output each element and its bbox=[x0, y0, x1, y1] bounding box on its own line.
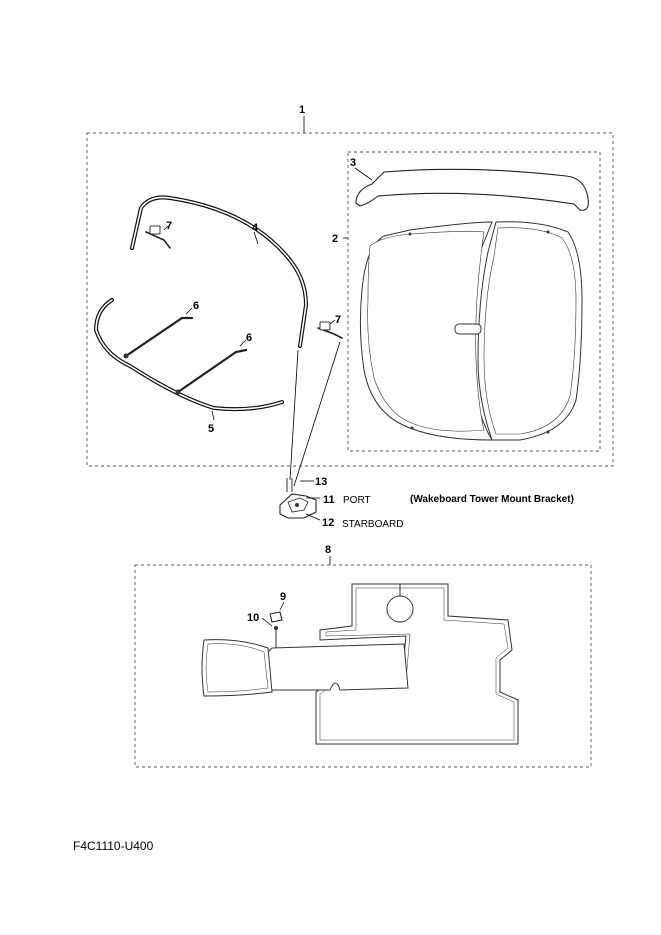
group-2: 2 bbox=[332, 151, 601, 452]
part-6-support-rods: 6 6 bbox=[123, 300, 252, 395]
part-3-top-pad: 3 bbox=[350, 157, 589, 211]
callout-3: 3 bbox=[350, 157, 356, 169]
callout-9: 9 bbox=[280, 591, 286, 603]
callout-6a: 6 bbox=[193, 300, 199, 312]
group-8: 8 bbox=[134, 544, 592, 768]
group-2-box bbox=[347, 151, 601, 452]
assembly-leaders bbox=[289, 341, 341, 487]
part-2-side-pads bbox=[359, 221, 583, 441]
callout-8: 8 bbox=[325, 544, 331, 556]
diagram-code: F4C1110-U400 bbox=[73, 839, 154, 853]
callout-12: 12 bbox=[322, 517, 334, 529]
callout-5: 5 bbox=[208, 423, 214, 435]
part-5-lower-tube: 5 bbox=[93, 298, 284, 435]
callout-2: 2 bbox=[332, 233, 338, 245]
callout-11: 11 bbox=[323, 494, 335, 506]
callout-4: 4 bbox=[252, 222, 259, 234]
group-8-box bbox=[134, 564, 592, 768]
callout-1: 1 bbox=[299, 104, 305, 116]
callout-13: 13 bbox=[315, 476, 327, 488]
group-1: 1 bbox=[86, 104, 614, 467]
bracket-note: (Wakeboard Tower Mount Bracket) bbox=[410, 494, 574, 505]
part-4-top-tube: 4 bbox=[130, 195, 309, 348]
callout-6b: 6 bbox=[246, 332, 252, 344]
mount-bracket: 13 11 12 PORT STARBOARD (Wakeboard Tower… bbox=[279, 476, 574, 530]
group-1-box bbox=[86, 132, 614, 467]
parts-9-10-fastener: 9 10 bbox=[247, 591, 286, 648]
label-port: PORT bbox=[343, 495, 371, 506]
callout-10: 10 bbox=[247, 612, 259, 624]
part-7-hinges: 7 7 bbox=[145, 220, 343, 339]
callout-7a: 7 bbox=[166, 220, 172, 232]
callout-7b: 7 bbox=[335, 314, 341, 326]
label-starboard: STARBOARD bbox=[342, 519, 404, 530]
part-8-deck-mat bbox=[201, 583, 519, 745]
